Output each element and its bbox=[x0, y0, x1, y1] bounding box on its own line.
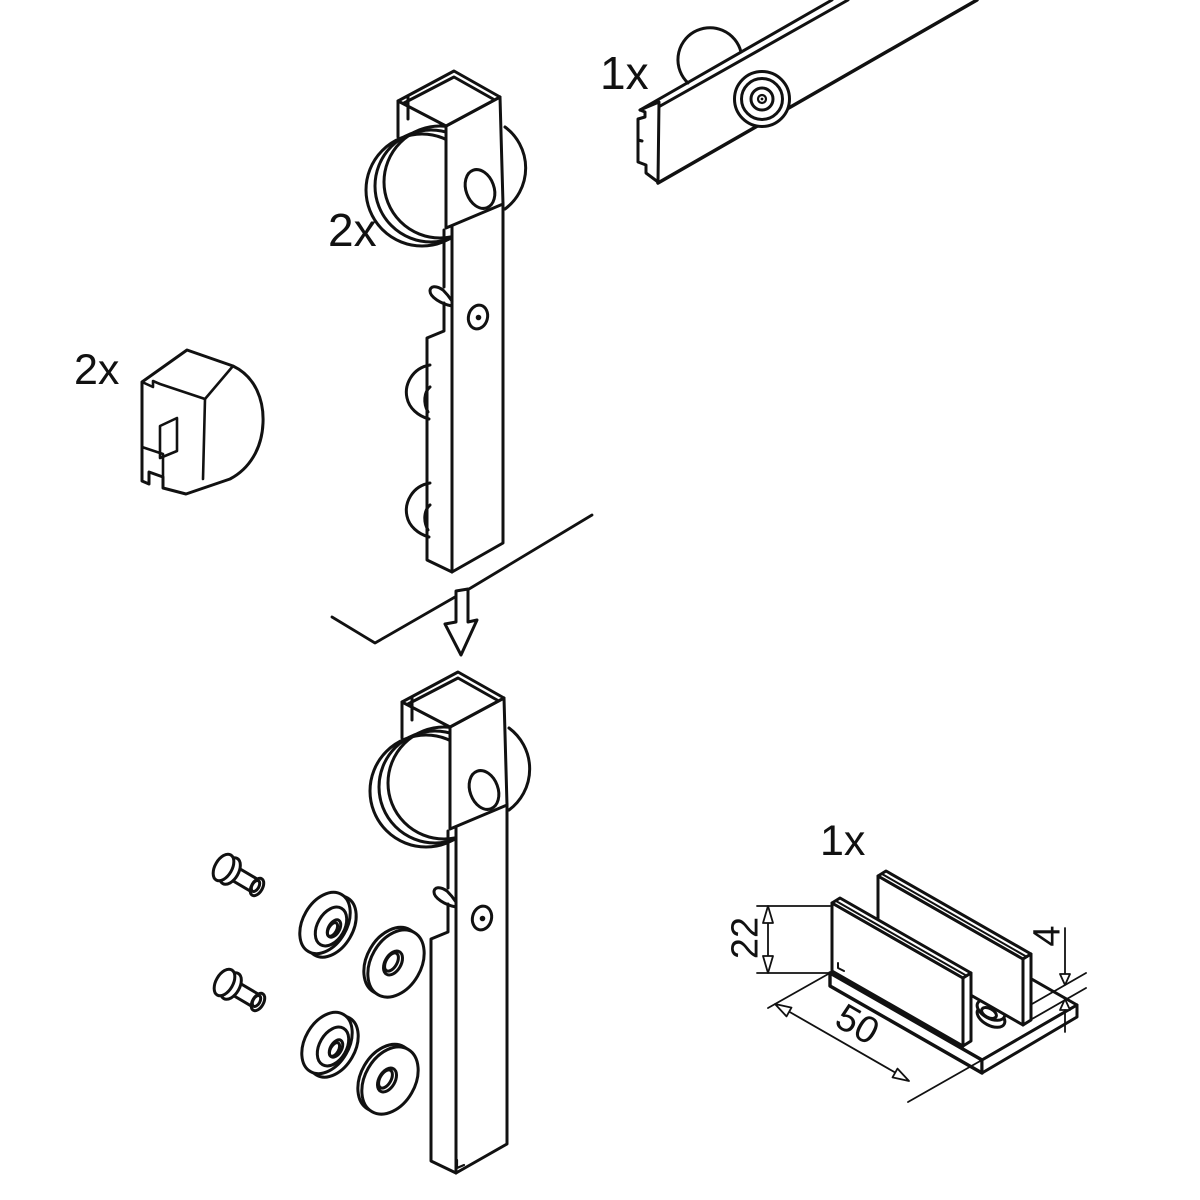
rail-quantity-label: 1x bbox=[600, 47, 649, 99]
washer-1-drawing bbox=[350, 915, 438, 1009]
track-rail-drawing bbox=[636, 0, 979, 185]
section-line bbox=[330, 513, 594, 645]
rail-roller-icon bbox=[733, 70, 791, 128]
rivet-2-drawing bbox=[208, 964, 270, 1015]
bushing-2-drawing bbox=[289, 1001, 371, 1088]
dimension-height-22: 22 bbox=[724, 905, 831, 974]
assembly-direction-arrow-icon bbox=[443, 587, 479, 657]
floor-guide-drawing bbox=[828, 869, 1079, 1075]
roller-hanger-assembled-drawing bbox=[364, 69, 528, 574]
washer-2-drawing bbox=[344, 1032, 432, 1126]
dimension-22-label: 22 bbox=[724, 917, 766, 959]
rivet-1-drawing bbox=[207, 849, 269, 900]
bushing-1-drawing bbox=[287, 881, 369, 968]
door-stop-drawing bbox=[140, 348, 265, 496]
roller-hanger-quantity-label: 2x bbox=[328, 204, 377, 256]
floor-guide-quantity-label: 1x bbox=[820, 817, 866, 865]
door-stop-quantity-label: 2x bbox=[74, 346, 120, 394]
dimension-thickness-4: 4 bbox=[1026, 925, 1087, 1033]
dimension-4-label: 4 bbox=[1026, 925, 1068, 946]
roller-hanger-exploded-drawing bbox=[368, 670, 532, 1175]
